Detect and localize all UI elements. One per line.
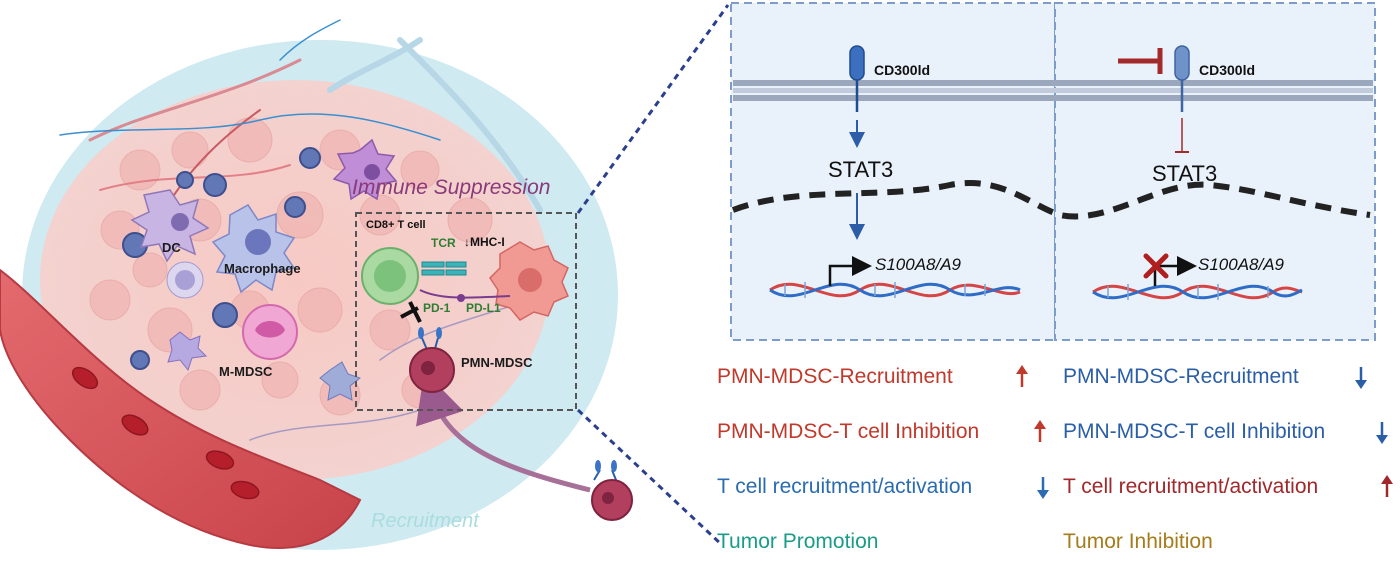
stat3-label-left: STAT3 [828,157,894,182]
mechanism-box-right [1054,2,1376,341]
outcome-left-4: Tumor Promotion [717,530,879,553]
recruitment-label: Recruitment [371,510,479,532]
cd8-t-cell [361,247,419,305]
small-cells [166,261,362,401]
gene-label-left: S100A8/A9 [875,255,962,274]
purple-cell-top [332,138,398,201]
outcome-left-2: PMN-MDSC-T cell Inhibition [717,420,980,443]
pd1-inhibition-bar [400,306,419,319]
tumor-cell-nucleus [518,268,542,292]
zoom-line-top [576,4,730,214]
zoom-line-bottom [576,408,724,547]
m-mdsc-label: M-MDSC [219,364,273,379]
blood-vessel [0,268,362,549]
pmn-mdsc-cell [409,327,455,393]
cell-membrane [733,80,1373,101]
outcome-right-4: Tumor Inhibition [1063,530,1213,553]
tcr-receptor [421,261,445,276]
circulating-pmn-mdsc [591,460,633,521]
cd300ld-label-right: CD300ld [1199,62,1256,78]
pdl1-label: PD-L1 [466,301,501,315]
m-mdsc-cell [242,304,298,360]
pd1-inhibition [408,301,422,323]
cd300ld-receptor-right [1174,45,1190,112]
tcr-label: TCR [431,236,456,250]
cd300ld-label-left: CD300ld [874,62,931,78]
outcome-left-1: PMN-MDSC-Recruitment [717,365,953,388]
immune-suppression-label: Immune Suppression [352,176,551,199]
mhc-receptor [445,261,467,276]
pd1-label: PD-1 [423,301,451,315]
blocked-x-icon [1143,253,1169,279]
gene-label-right: S100A8/A9 [1198,255,1285,274]
outcome-left-3: T cell recruitment/activation [717,475,973,498]
macrophage-cell [211,204,296,294]
mhc-label: ↓MHC-I [464,235,505,249]
stat3-label-right: STAT3 [1152,161,1218,186]
dc-label: DC [162,240,181,255]
inhibitor-symbol [1118,48,1163,74]
inset-box [355,212,577,411]
nuclear-membrane [731,180,1371,220]
outcome-right-3: T cell recruitment/activation [1063,475,1319,498]
recruitment-arrow [416,371,591,493]
outcome-right-1: PMN-MDSC-Recruitment [1063,365,1299,388]
pdl1-ligand [457,294,465,302]
cd300ld-receptor-left [849,45,865,112]
dc-cell [130,189,210,263]
dna-left [769,282,1021,298]
pmn-mdsc-label: PMN-MDSC [461,355,533,370]
transcription-arrow-left [828,256,872,286]
red-blood-cells [71,366,260,500]
cd8-t-cell-label: CD8+ T cell [366,219,426,231]
outcome-right-2: PMN-MDSC-T cell Inhibition [1063,420,1326,443]
macrophage-label: Macrophage [224,261,301,276]
dna-right [1092,284,1303,300]
